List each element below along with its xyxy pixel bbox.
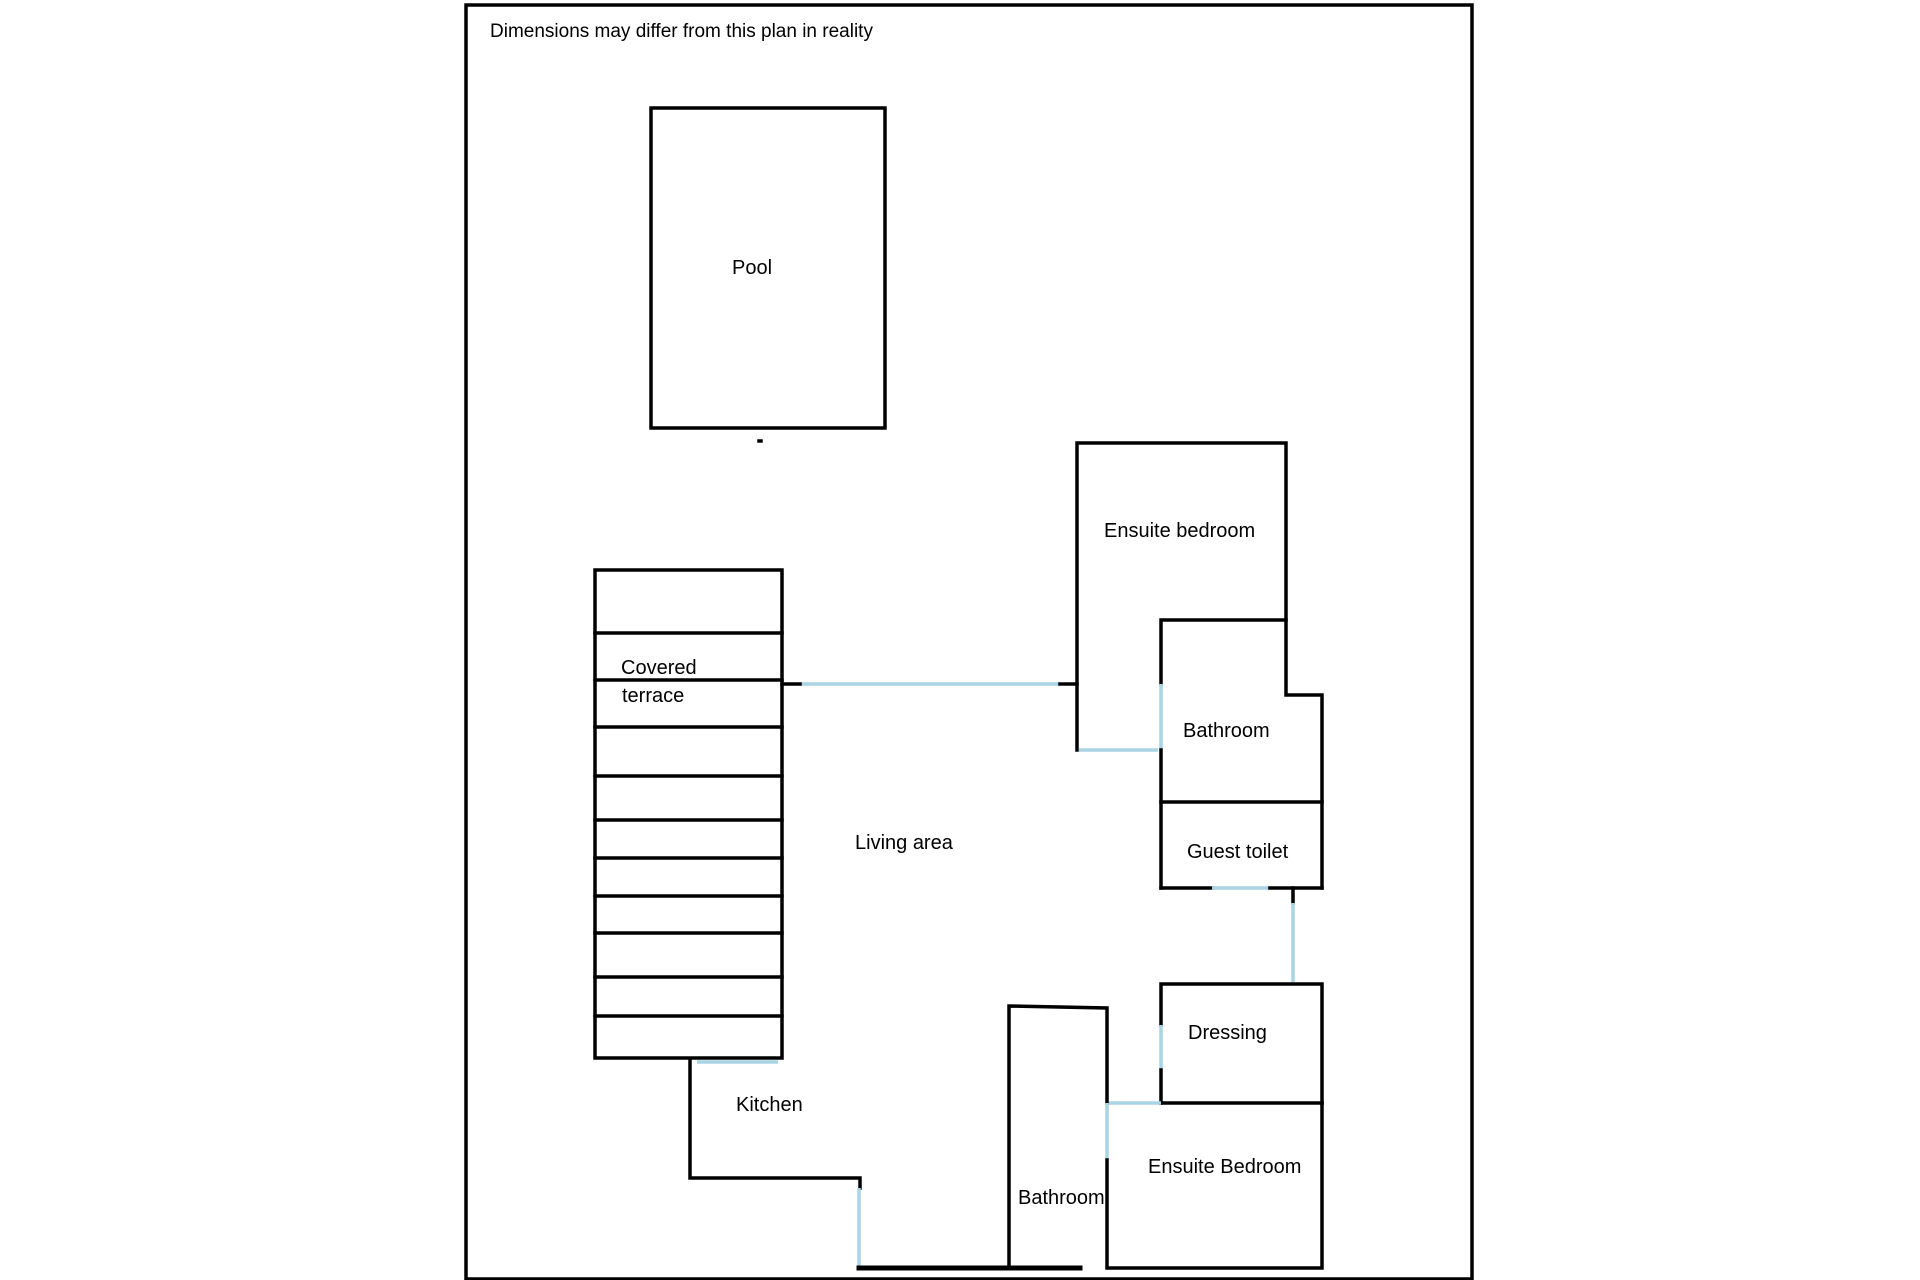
dressing-walls xyxy=(1159,982,1324,1105)
ensuite-bedroom-bottom-label: Ensuite Bedroom xyxy=(1148,1156,1301,1178)
living-area-label: Living area xyxy=(855,832,954,854)
bathroom-top-label: Bathroom xyxy=(1183,720,1270,742)
plan-border xyxy=(464,3,1474,1280)
ensuite-bedroom-top-label: Ensuite bedroom xyxy=(1104,520,1255,542)
bathroom-top-walls xyxy=(1159,618,1288,686)
ensuite-bedroom-top-walls xyxy=(1075,441,1324,890)
covered-terrace xyxy=(593,568,784,1060)
covered-terrace-label-line1: Covered xyxy=(621,657,697,679)
pool-label: Pool xyxy=(732,257,772,279)
kitchen-label: Kitchen xyxy=(736,1094,803,1116)
dressing-label: Dressing xyxy=(1188,1022,1267,1044)
pool-outline xyxy=(649,106,887,430)
kitchen-walls xyxy=(688,1058,862,1190)
bathroom-bottom-label: Bathroom xyxy=(1018,1187,1105,1209)
covered-terrace-label-line2: terrace xyxy=(622,685,684,707)
guest-toilet-label: Guest toilet xyxy=(1187,841,1289,863)
ensuite-bedroom-bottom-walls xyxy=(1108,1101,1324,1270)
bathroom-bottom-walls xyxy=(1007,1004,1109,1270)
disclaimer-note: Dimensions may differ from this plan in … xyxy=(490,21,873,42)
